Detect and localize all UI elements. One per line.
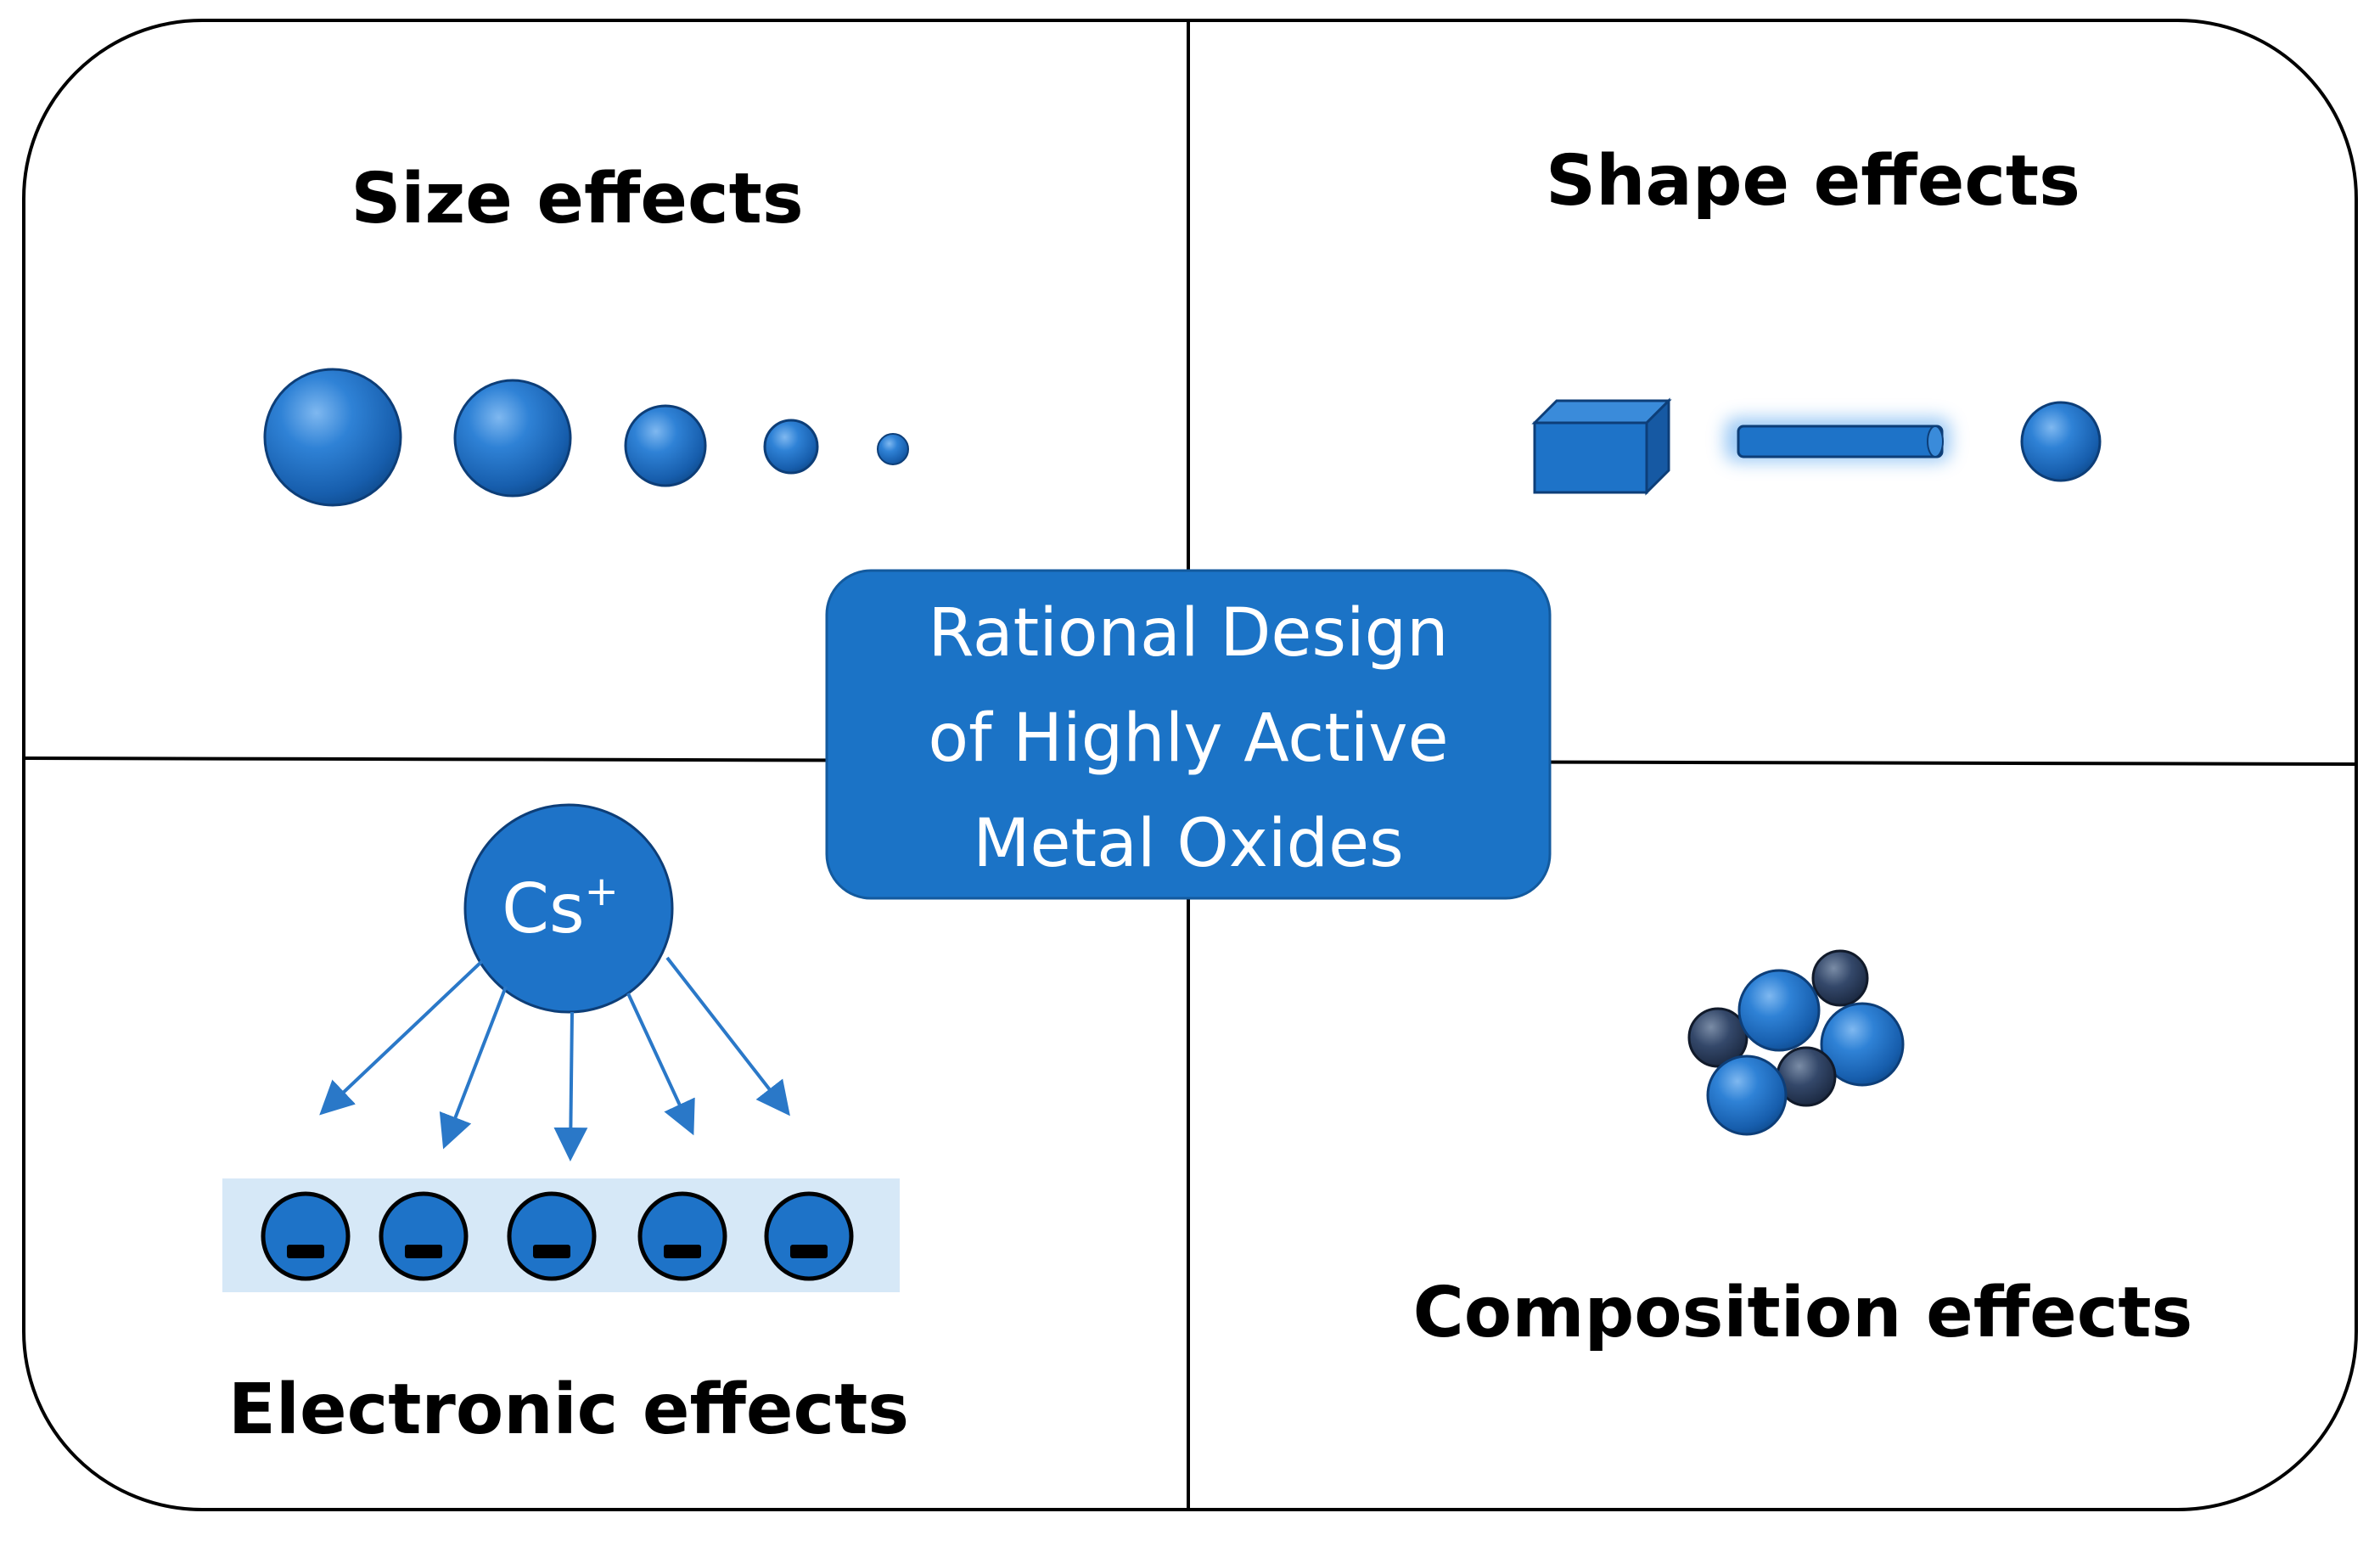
electron — [379, 1191, 469, 1281]
size-effects-quadrant: Size effects — [263, 159, 909, 507]
electronic-effects-label: Electronic effects — [228, 1369, 909, 1450]
composition-effects-quadrant: Composition effects — [1413, 949, 2193, 1353]
electron — [637, 1191, 727, 1281]
composition-effects-label: Composition effects — [1413, 1273, 2193, 1353]
sphere-shape — [2020, 401, 2102, 482]
cs-ion-label: Cs+ — [502, 868, 619, 948]
arrow-2 — [439, 986, 508, 1150]
rod-shape — [1725, 418, 1951, 462]
sphere-md — [624, 404, 707, 487]
sphere-sm — [763, 419, 819, 475]
dark-particle — [1811, 949, 1869, 1007]
sphere-lg — [453, 379, 572, 498]
center-title-line-1: Rational Design — [928, 595, 1448, 672]
shape-effects-label: Shape effects — [1546, 141, 2080, 222]
dark-particle — [1687, 1007, 1749, 1068]
size-spheres — [263, 368, 909, 507]
electron — [764, 1191, 854, 1281]
cube-shape — [1531, 397, 1672, 496]
donation-arrows — [319, 956, 790, 1161]
size-effects-label: Size effects — [351, 159, 803, 239]
blue-particle — [1706, 1055, 1788, 1136]
center-box: Rational Design of Highly Active Metal O… — [825, 569, 1552, 900]
shape-effects-quadrant: Shape effects — [1531, 141, 2102, 496]
center-title-line-3: Metal Oxides — [973, 806, 1404, 882]
electron — [261, 1191, 351, 1281]
center-box-bg — [825, 569, 1552, 900]
blue-particle — [1820, 1002, 1905, 1087]
arrow-5 — [665, 956, 790, 1116]
sphere-xs — [877, 433, 909, 465]
blue-particle — [1737, 969, 1821, 1052]
arrow-1 — [319, 959, 484, 1116]
arrow-3 — [553, 1011, 588, 1161]
electronic-effects-quadrant: Cs+ — [222, 803, 909, 1450]
electron — [507, 1191, 597, 1281]
center-title-line-2: of Highly Active — [928, 700, 1448, 777]
electron-row — [261, 1191, 854, 1281]
cs-ion-circle — [463, 803, 674, 1014]
particle-cluster — [1687, 949, 1905, 1136]
sphere-xl — [263, 368, 402, 507]
arrow-4 — [626, 993, 695, 1136]
